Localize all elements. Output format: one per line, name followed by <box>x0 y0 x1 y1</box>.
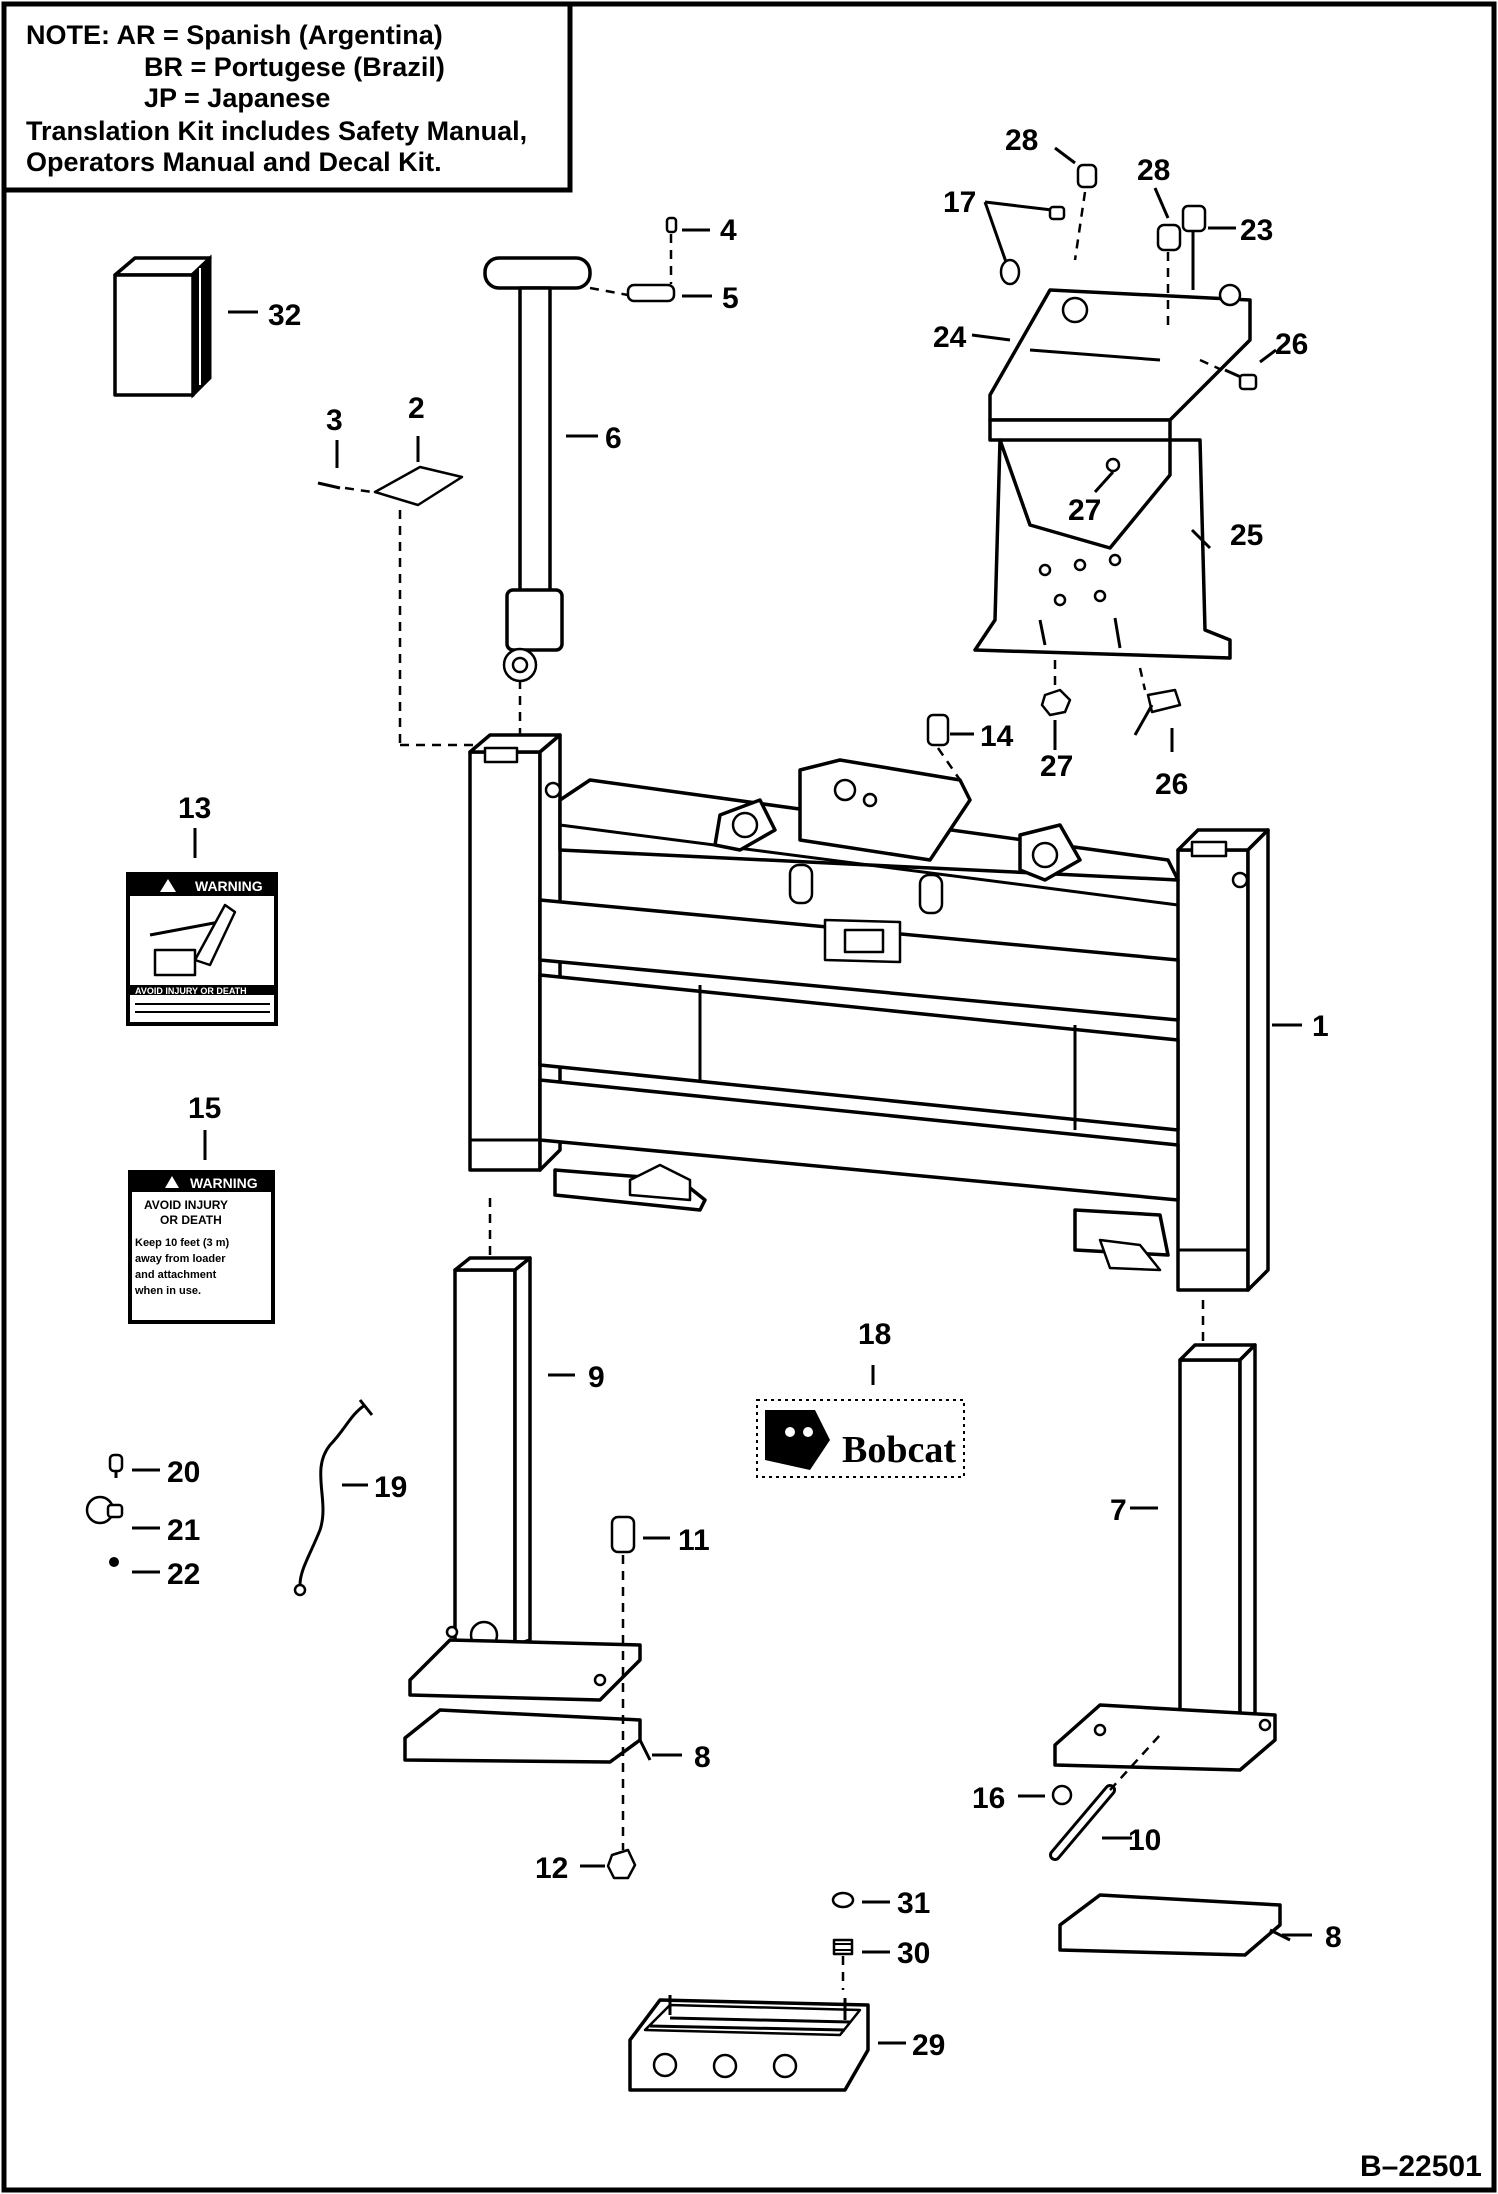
callout-23: 23 <box>1240 214 1273 247</box>
callout-32: 32 <box>268 299 301 332</box>
callout-14: 14 <box>980 720 1014 753</box>
part-14-bolt <box>926 713 974 781</box>
note-line-4: Translation Kit includes Safety Manual, <box>26 116 527 146</box>
decal-13-header: WARNING <box>195 878 263 894</box>
callout-12: 12 <box>535 1852 568 1885</box>
decal-15-line-3: Keep 10 feet (3 m) <box>135 1237 229 1249</box>
callout-10: 10 <box>1128 1824 1161 1857</box>
part-19-wire-harness <box>293 1399 374 1597</box>
decal-15-header: WARNING <box>190 1175 258 1191</box>
decal-15-line-5: and attachment <box>135 1269 217 1281</box>
callout-30: 30 <box>897 1937 930 1970</box>
part-28-bolts <box>1054 146 1182 330</box>
part-15-warning-decal: WARNING AVOID INJURY OR DEATH Keep 10 fe… <box>128 1130 275 1324</box>
part-7-right-stand <box>1053 1300 1277 1772</box>
callout-6: 6 <box>605 422 622 455</box>
callout-25: 25 <box>1230 519 1263 552</box>
callout-5: 5 <box>722 282 739 315</box>
callout-21: 21 <box>167 1514 200 1547</box>
part-2-plate <box>373 436 488 747</box>
callout-28-right: 28 <box>1137 154 1170 187</box>
part-8-right-foot-plate <box>1058 1893 1312 1957</box>
callout-31: 31 <box>897 1887 930 1920</box>
decal-15-line-4: away from loader <box>135 1253 226 1265</box>
part-8-left-foot-plate <box>403 1708 682 1764</box>
part-30-spring <box>832 1938 890 1990</box>
callout-15: 15 <box>188 1092 221 1125</box>
part-1-main-frame <box>468 733 1302 1292</box>
callout-3: 3 <box>326 404 343 437</box>
callout-9: 9 <box>588 1361 605 1394</box>
part-4-pin <box>665 216 710 284</box>
part-9-left-stand <box>408 1198 642 1702</box>
note-line-3: JP = Japanese <box>144 83 330 113</box>
callout-17: 17 <box>943 186 976 219</box>
part-12-nut <box>580 1848 637 1880</box>
part-24-upper-bracket <box>971 283 1252 442</box>
callout-20: 20 <box>167 1456 200 1489</box>
callout-26-lower: 26 <box>1155 768 1188 801</box>
part-27-upper-nut <box>1093 457 1121 494</box>
callout-19: 19 <box>374 1471 407 1504</box>
part-13-warning-decal: WARNING AVOID INJURY OR DEATH <box>126 828 278 1026</box>
part-11-bolt <box>610 1515 670 1850</box>
callout-8-right: 8 <box>1325 1921 1342 1954</box>
callout-7: 7 <box>1110 1494 1127 1527</box>
note-line-2: BR = Portugese (Brazil) <box>144 52 445 82</box>
part-5-pin <box>589 283 712 303</box>
part-25-lower-bracket <box>973 438 1232 660</box>
callout-26-upper: 26 <box>1275 328 1308 361</box>
part-17-washers <box>983 200 1066 286</box>
figure-id: B–22501 <box>1360 2150 1482 2183</box>
decal-15-line-1: AVOID INJURY <box>144 1198 228 1212</box>
callout-1: 1 <box>1312 1010 1329 1043</box>
callout-2: 2 <box>408 392 425 425</box>
decal-15-line-6: when in use. <box>134 1285 201 1297</box>
callout-29: 29 <box>912 2029 945 2062</box>
part-26-lower-bolt <box>1133 667 1182 752</box>
part-23-bolt <box>1181 204 1236 290</box>
callout-27-lower: 27 <box>1040 750 1073 783</box>
callout-18: 18 <box>858 1318 891 1351</box>
callout-13: 13 <box>178 792 211 825</box>
callout-24: 24 <box>933 321 967 354</box>
decal-18-brand-text: Bobcat <box>842 1429 956 1471</box>
decal-15-line-2: OR DEATH <box>160 1213 222 1227</box>
callout-8-left: 8 <box>694 1741 711 1774</box>
part-10-pin <box>1049 1734 1161 1861</box>
part-18-bobcat-logo-decal: Bobcat <box>756 1365 965 1478</box>
note-box: NOTE: AR = Spanish (Argentina) BR = Port… <box>1 1 573 193</box>
callout-22: 22 <box>167 1558 200 1591</box>
part-3-bolt <box>317 440 373 494</box>
callout-11: 11 <box>678 1524 710 1557</box>
part-21-clamp <box>85 1495 160 1530</box>
part-32-manual-kit <box>113 254 258 399</box>
callout-27-upper: 27 <box>1068 494 1101 527</box>
part-20-bolt <box>108 1453 160 1478</box>
part-6-cylinder <box>483 256 598 683</box>
part-27-lower-nut <box>1040 660 1072 750</box>
callout-4: 4 <box>720 214 737 247</box>
callout-16: 16 <box>972 1782 1005 1815</box>
note-line-1: NOTE: AR = Spanish (Argentina) <box>26 20 443 50</box>
callout-28-left: 28 <box>1005 124 1038 157</box>
part-16-nut <box>1018 1784 1073 1806</box>
part-29-block <box>628 1995 906 2092</box>
callout-labels: 1 2 3 4 5 6 7 8 8 9 10 11 12 13 14 15 16… <box>167 124 1342 2062</box>
note-line-5: Operators Manual and Decal Kit. <box>26 147 442 177</box>
part-26-upper-bolt <box>1199 348 1277 391</box>
part-31-washer <box>831 1891 890 1909</box>
decal-13-caption: AVOID INJURY OR DEATH <box>135 986 247 996</box>
part-22-nut <box>109 1557 160 1574</box>
